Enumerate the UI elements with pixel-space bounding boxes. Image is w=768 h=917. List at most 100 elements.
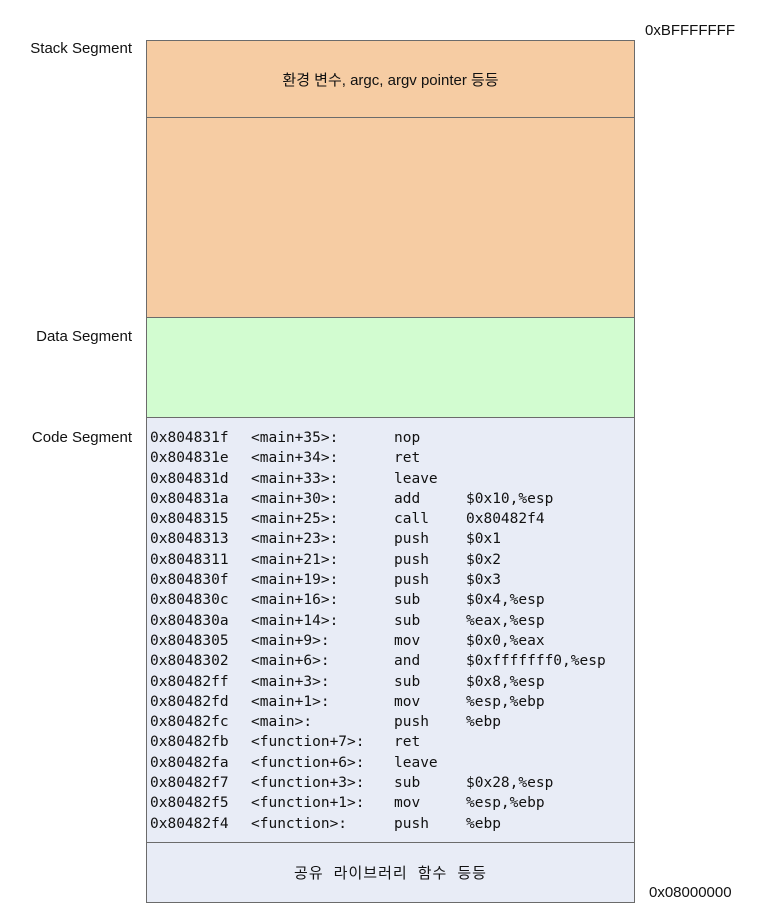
code-line-address: 0x8048302	[150, 653, 229, 670]
code-line-operands: %esp,%ebp	[466, 795, 545, 812]
code-line-operands: %esp,%ebp	[466, 693, 545, 710]
code-line-address: 0x804830a	[150, 612, 229, 629]
code-line-opcode: leave	[394, 754, 438, 771]
code-line-opcode: sub	[394, 612, 421, 629]
code-line-opcode: push	[394, 531, 429, 548]
code-line-address: 0x804830c	[150, 592, 229, 609]
stack-free-area	[146, 117, 635, 318]
code-line: 0x80482fd <main+1>: mov %esp,%ebp	[150, 692, 634, 712]
code-line-operands: $0x28,%esp	[466, 775, 554, 792]
code-line-operands: $0x3	[466, 572, 501, 589]
code-line-address: 0x804831e	[150, 450, 229, 467]
stack-segment-label: Stack Segment	[30, 40, 132, 57]
code-line-operands: %eax,%esp	[466, 612, 545, 629]
code-line-opcode: mov	[394, 795, 421, 812]
data-segment-block	[146, 317, 635, 418]
code-line-symbol: <main+30>:	[251, 490, 339, 507]
code-line: 0x80482ff <main+3>: sub $0x8,%esp	[150, 672, 634, 692]
code-line-symbol: <main+23>:	[251, 531, 339, 548]
code-line-address: 0x80482ff	[150, 673, 229, 690]
code-line-operands: $0x8,%esp	[466, 673, 545, 690]
code-line-symbol: <function+6>:	[251, 754, 365, 771]
code-line-symbol: <main+35>:	[251, 430, 339, 446]
code-line-address: 0x80482fd	[150, 693, 229, 710]
shared-library-text: 공유 라이브러리 함수 등등	[294, 864, 487, 882]
code-line-opcode: ret	[394, 734, 421, 751]
code-line-address: 0x8048305	[150, 632, 229, 649]
code-line: 0x80482fb <function+7>: ret	[150, 732, 634, 752]
code-line-symbol: <main+33>:	[251, 470, 339, 487]
code-line-opcode: sub	[394, 673, 421, 690]
code-line-symbol: <main+6>:	[251, 653, 330, 670]
code-line: 0x8048313 <main+23>: push $0x1	[150, 529, 634, 549]
code-line-symbol: <main+1>:	[251, 693, 330, 710]
code-line: 0x804830a <main+14>: sub %eax,%esp	[150, 611, 634, 631]
code-line-address: 0x8048315	[150, 511, 229, 528]
code-line-operands: $0x4,%esp	[466, 592, 545, 609]
address-top-label: 0xBFFFFFFF	[645, 22, 735, 39]
code-line: 0x8048311 <main+21>: push $0x2	[150, 550, 634, 570]
code-line-opcode: push	[394, 815, 429, 832]
data-segment-label: Data Segment	[36, 328, 132, 345]
code-line-address: 0x804830f	[150, 572, 229, 589]
code-line-opcode: leave	[394, 470, 438, 487]
code-line-opcode: sub	[394, 775, 421, 792]
code-line-symbol: <main+19>:	[251, 572, 339, 589]
code-line-opcode: push	[394, 551, 429, 568]
code-line-symbol: <main+34>:	[251, 450, 339, 467]
code-listing: 0x804831f <main+35>: nop 0x804831e <main+34>…	[150, 428, 634, 834]
code-line-opcode: and	[394, 653, 421, 670]
code-line-operands: $0x0,%eax	[466, 632, 545, 649]
code-line-opcode: call	[394, 511, 429, 528]
code-line: 0x804831f <main+35>: nop	[150, 428, 634, 448]
code-line-opcode: sub	[394, 592, 421, 609]
code-line-symbol: <main+21>:	[251, 551, 339, 568]
code-line-symbol: <function+7>:	[251, 734, 365, 751]
code-line-opcode: ret	[394, 450, 421, 467]
code-line-symbol: <main+25>:	[251, 511, 339, 528]
code-line: 0x804830f <main+19>: push $0x3	[150, 570, 634, 590]
code-line-address: 0x80482f4	[150, 815, 229, 832]
code-line: 0x80482fc<main>:push%ebp	[150, 712, 634, 732]
code-line-address: 0x80482f7	[150, 775, 229, 792]
code-line-address: 0x80482fb	[150, 734, 229, 751]
code-line-symbol: <main+16>:	[251, 592, 339, 609]
code-line-operands: %ebp	[466, 815, 501, 832]
code-line: 0x8048302 <main+6>: and $0xfffffff0,%esp	[150, 651, 634, 671]
code-line: 0x804831d<main+33>:leave	[150, 469, 634, 489]
code-line-symbol: <main+14>:	[251, 612, 339, 629]
code-line: 0x80482f4 <function>: push %ebp	[150, 814, 634, 834]
code-line-address: 0x804831a	[150, 490, 229, 507]
code-line-opcode: nop	[394, 430, 421, 446]
code-line: 0x80482f7 <function+3>: sub $0x28,%esp	[150, 773, 634, 793]
code-line-operands: $0x10,%esp	[466, 490, 554, 507]
code-line-symbol: <function+3>:	[251, 775, 365, 792]
code-line: 0x80482f5<function+1>:mov%esp,%ebp	[150, 793, 634, 813]
code-line-operands: $0x1	[466, 531, 501, 548]
code-line-symbol: <function>:	[251, 815, 348, 832]
code-line-opcode: mov	[394, 632, 421, 649]
code-line-address: 0x80482fc	[150, 714, 229, 731]
stack-env-block: 환경 변수, argc, argv pointer 등등	[146, 40, 635, 118]
code-line-symbol: <main+3>:	[251, 673, 330, 690]
code-line-operands: $0x2	[466, 551, 501, 568]
address-bottom-label: 0x08000000	[649, 884, 732, 901]
code-line-opcode: mov	[394, 693, 421, 710]
code-line-address: 0x8048313	[150, 531, 229, 548]
code-line-opcode: push	[394, 714, 429, 731]
code-line-operands: $0xfffffff0,%esp	[466, 653, 606, 670]
code-line-opcode: push	[394, 572, 429, 589]
code-line-symbol: <function+1>:	[251, 795, 365, 812]
code-line: 0x804830c <main+16>: sub $0x4,%esp	[150, 590, 634, 610]
stack-env-text: 환경 변수, argc, argv pointer 등등	[282, 71, 499, 89]
code-line-address: 0x80482fa	[150, 754, 229, 771]
code-segment-block: 0x804831f <main+35>: nop 0x804831e <main+34>…	[146, 417, 635, 843]
code-line: 0x8048305 <main+9>: mov $0x0,%eax	[150, 631, 634, 651]
code-line: 0x804831a<main+30>:add$0x10,%esp	[150, 489, 634, 509]
code-line-symbol: <main+9>:	[251, 632, 330, 649]
shared-library-block: 공유 라이브러리 함수 등등	[146, 842, 635, 903]
code-line-symbol: <main>:	[251, 714, 313, 731]
code-line-address: 0x8048311	[150, 551, 229, 568]
code-line-address: 0x804831f	[150, 430, 229, 446]
